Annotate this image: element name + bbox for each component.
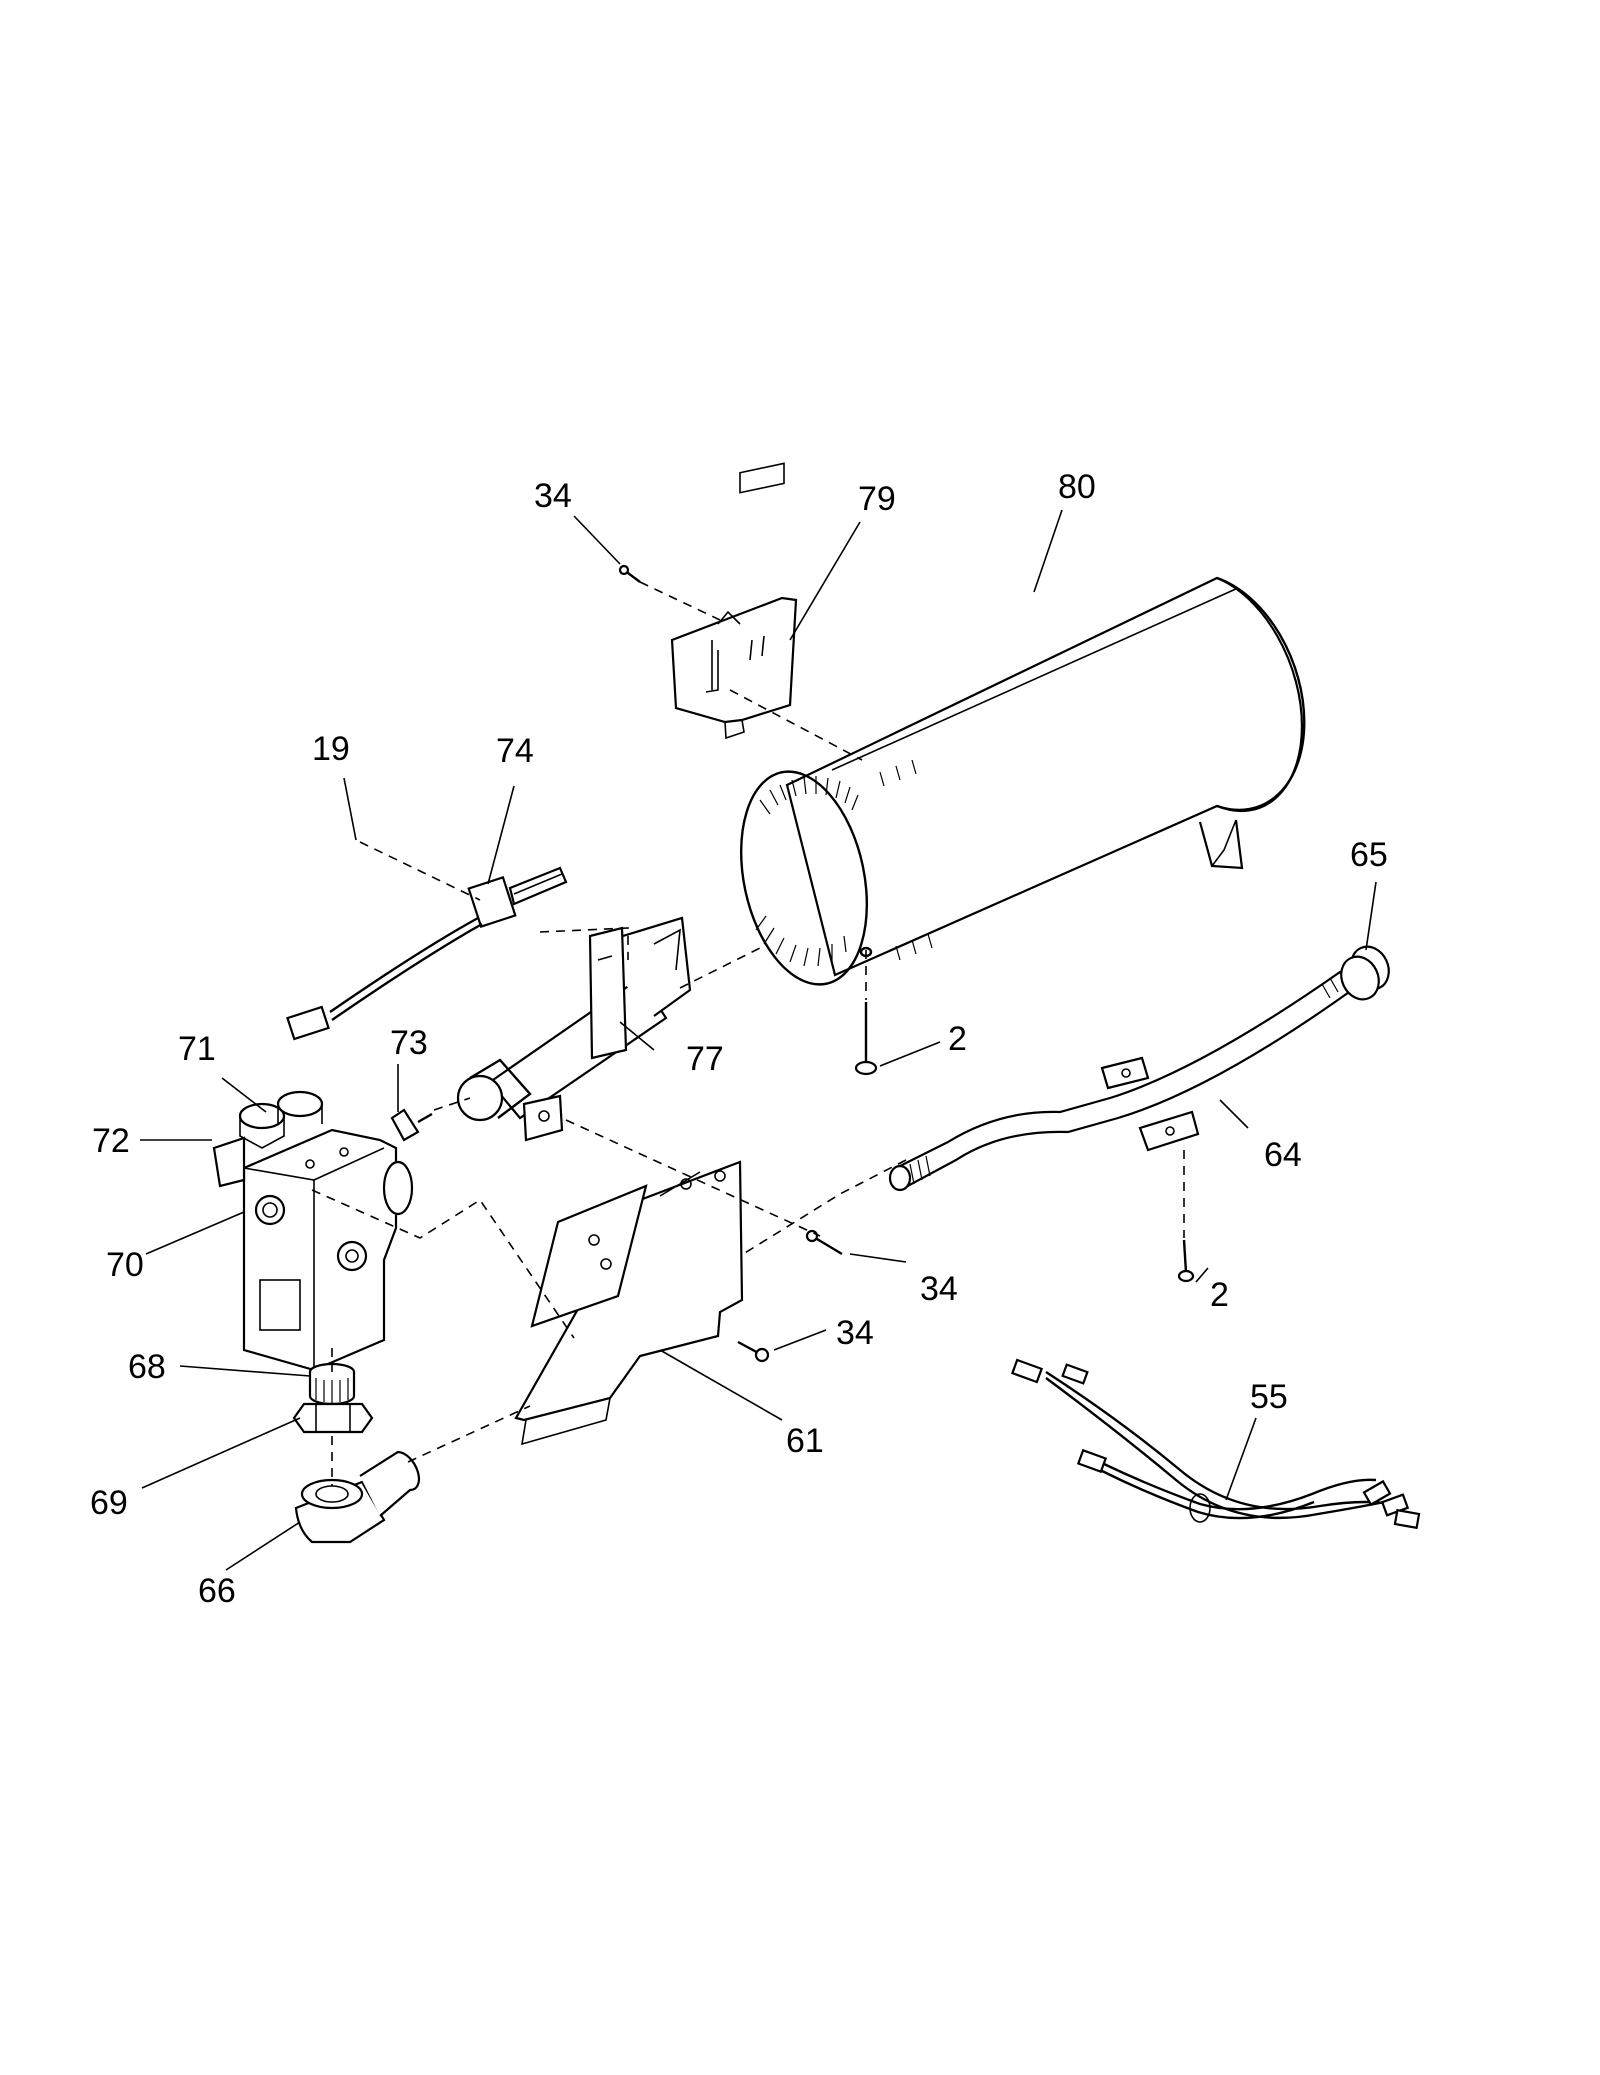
label-72: 72	[92, 1122, 130, 1160]
label-2-bracket: 2	[1210, 1276, 1229, 1314]
leader-lines	[140, 509, 1377, 1571]
part-70-gas-valve	[212, 1090, 414, 1372]
part-34-screw-low	[737, 1340, 770, 1363]
label-79: 79	[858, 480, 896, 518]
label-70: 70	[106, 1246, 144, 1284]
label-2-drum: 2	[948, 1020, 967, 1058]
label-66: 66	[198, 1572, 236, 1610]
label-34-low: 34	[836, 1314, 874, 1352]
label-71: 71	[178, 1030, 216, 1068]
part-80-drum	[739, 576, 1306, 986]
part-34-screw-top	[618, 564, 641, 583]
part-79-sensor-bracket	[670, 462, 798, 740]
part-65-cap	[1340, 945, 1390, 1001]
label-77: 77	[686, 1040, 724, 1078]
label-64: 64	[1264, 1136, 1302, 1174]
label-68: 68	[128, 1348, 166, 1386]
label-55: 55	[1250, 1378, 1288, 1416]
part-69-hex-nut	[292, 1402, 374, 1434]
part-2-screw-drum	[854, 1002, 878, 1076]
label-65: 65	[1350, 836, 1388, 874]
label-61: 61	[786, 1422, 824, 1460]
part-66-elbow	[294, 1450, 421, 1544]
part-61-heat-shield	[514, 1160, 744, 1446]
label-34-mid: 34	[920, 1270, 958, 1308]
part-labels: 34 79 80 19 74 65 71 73 2 77 72 64 70 34…	[90, 468, 1388, 1610]
part-34-screw-mid	[805, 1229, 843, 1256]
label-69: 69	[90, 1484, 128, 1522]
label-80: 80	[1058, 468, 1096, 506]
part-77-burner	[456, 916, 692, 1142]
part-55-wire-harness	[1010, 1358, 1421, 1530]
part-73-orifice	[390, 1108, 433, 1142]
label-74: 74	[496, 732, 534, 770]
label-34-top: 34	[534, 477, 572, 515]
part-74-igniter	[286, 866, 568, 1041]
label-73: 73	[390, 1024, 428, 1062]
part-2-screw-bracket	[1177, 1239, 1195, 1283]
assembly-lines	[311, 581, 1185, 1486]
label-19: 19	[312, 730, 350, 768]
